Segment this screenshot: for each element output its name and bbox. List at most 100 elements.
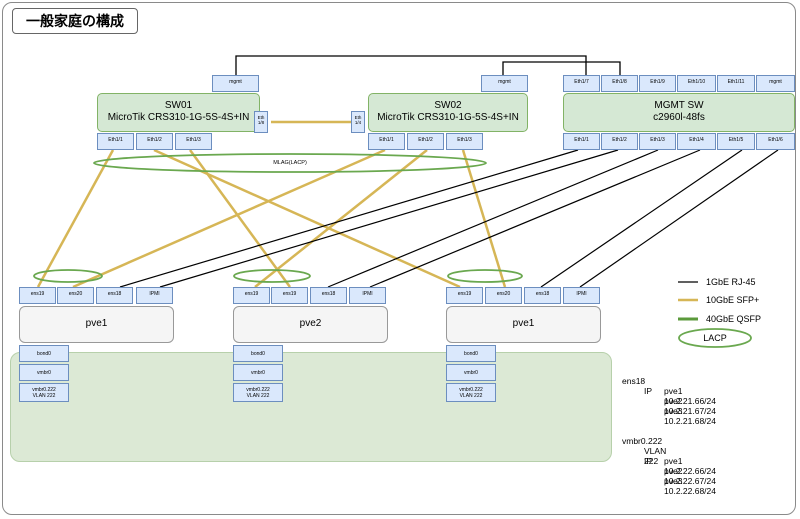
mgmtsw-port-eth1-8: Eth1/8 [601,75,638,92]
sw01-switch: SW01 MicroTik CRS310-1G-5S-4S+IN [97,93,260,132]
lacp-ellipse-pve1 [33,269,103,283]
mgmtsw-port-eth1-2: Eth1/2 [601,133,638,150]
sfp-link [72,148,386,289]
vmbr-ip-entry: pve1 10.2.22.66/24 [664,456,716,476]
sw02-port-eth1-1: Eth1/1 [368,133,405,150]
host3-ipmi-port: IPMI [563,287,600,304]
legend-gigabit-label: 1GbE RJ-45 [706,277,756,287]
sw02-port-eth1-3: Eth1/3 [446,133,483,150]
mgmt-switch: MGMT SW c2960l-48fs [563,93,795,132]
ens18-ip-label: IP [644,386,653,396]
ens18-ip-entry: pve2 10.2.21.67/24 [664,396,716,416]
mgmtsw-port-eth1-7: Eth1/7 [563,75,600,92]
host1-port-1: ens19 [19,287,56,304]
legend-sfp-label: 10GbE SFP+ [706,295,760,305]
mlag-label: MLAG(LACP) [273,160,307,166]
host1-vlan-id: VLAN 222 [32,393,56,399]
ip-info-block: ens18 IP pve1 10.2.21.66/24 pve2 10.2.21… [622,376,716,496]
mgmtsw-port-eth1-6: Eth1/6 [756,133,795,150]
legend-lacp-ellipse [678,328,752,348]
sw02-port-eth1-2: Eth1/2 [407,133,444,150]
mgmt-cable-sw02 [502,61,621,75]
host3-vmbr: vmbr0 [446,364,496,381]
sw01-mgmt-port: mgmt [212,75,259,92]
host2-port-2: ens19 [271,287,308,304]
mgmtsw-port-eth1-10: Eth1/10 [677,75,716,92]
ens18-ip-entry: pve3 10.2.21.68/24 [664,406,716,426]
sw02-side-port: Eth 1/4 [351,111,365,133]
mlag-ellipse [93,153,487,173]
sw01-name: SW01 [164,100,193,111]
host2-bond: bond0 [233,345,283,362]
host1-server: pve1 [19,306,174,343]
ens18-ip-row: pve2 10.2.21.67/24 [622,396,716,416]
sfp-link [254,149,428,288]
ens18-title: ens18 [622,376,646,386]
legend-qsfp-label: 40GbE QSFP [706,314,762,324]
host3-server: pve1 [446,306,601,343]
sfp-link [153,148,461,289]
host3-bond: bond0 [446,345,496,362]
host1-port-2: ens20 [57,287,94,304]
host2-port-1: ens19 [233,287,270,304]
sfp-link [461,149,507,288]
host3-vlan-id: VLAN 222 [459,393,483,399]
sw01-side-port: Eth 1/8 [254,111,268,133]
vmbr-ip-entry: pve3 10.2.22.68/24 [664,476,716,496]
host2-port-3: ens18 [310,287,347,304]
vmbr-ip-row: IP pve1 10.2.22.66/24 [622,456,716,476]
gigabit-link [327,149,659,288]
gigabit-link [159,149,619,288]
host2-vlan: vmbr0.222 VLAN 222 [233,383,283,402]
vmbr-ip-label: IP [644,456,653,466]
legend-lacp-label: LACP [703,333,727,343]
mgmtsw-name: MGMT SW [654,100,704,111]
sw01-model: MicroTik CRS310-1G-5S-4S+IN [107,112,250,123]
host2-vlan-id: VLAN 222 [246,393,270,399]
gigabit-link [540,149,743,288]
sw02-name: SW02 [434,100,462,111]
gigabit-link [119,149,579,288]
gigabit-links [119,149,779,288]
mgmtsw-mgmt-port: mgmt [756,75,795,92]
mgmtsw-model: c2960l-48fs [653,112,705,123]
host3-vlan: vmbr0.222 VLAN 222 [446,383,496,402]
vmbr-ip-entry: pve2 10.2.22.67/24 [664,466,716,486]
host1-vlan-iface: vmbr0.222 [32,387,56,393]
ens18-ip-entry: pve1 10.2.21.66/24 [664,386,716,406]
gigabit-link [369,149,701,288]
mgmt-cable-sw01 [235,55,587,75]
lacp-ellipse-pve2 [233,269,311,283]
vmbr-vlan-row: VLAN 222 [622,446,666,466]
sw01-port-eth1-3: Eth1/3 [175,133,212,150]
host1-vlan: vmbr0.222 VLAN 222 [19,383,69,402]
ens18-ip-row: pve3 10.2.21.68/24 [622,406,716,426]
sw01-port-eth1-2: Eth1/2 [136,133,173,150]
host3-port-1: ens19 [446,287,483,304]
gigabit-link [579,149,779,288]
sw02-switch: SW02 MicroTik CRS310-1G-5S-4S+IN [368,93,528,132]
host3-port-2: ens20 [485,287,522,304]
vmbr-ip-row: pve3 10.2.22.68/24 [622,476,716,496]
host1-ipmi-port: IPMI [136,287,173,304]
sw01-port-eth1-1: Eth1/1 [97,133,134,150]
vmbr-ip-row: pve2 10.2.22.67/24 [622,466,716,486]
sw02-model: MicroTik CRS310-1G-5S-4S+IN [377,112,519,123]
vmbr-vlan: VLAN 222 [644,446,667,466]
host2-vmbr: vmbr0 [233,364,283,381]
ens18-ip-row: IP pve1 10.2.21.66/24 [622,386,716,406]
mgmtsw-port-eth1-3: Eth1/3 [639,133,676,150]
host3-vlan-iface: vmbr0.222 [459,387,483,393]
sfp-links [36,148,507,289]
mgmtsw-port-eth1-9: Eth1/9 [639,75,676,92]
host2-vlan-iface: vmbr0.222 [246,387,270,393]
page-title: 一般家庭の構成 [12,8,138,34]
mgmtsw-port-eth1-4: Eth1/4 [677,133,716,150]
vmbr-title: vmbr0.222 [622,436,663,446]
host1-bond: bond0 [19,345,69,362]
host1-port-3: ens18 [96,287,133,304]
mgmtsw-port-eth1-5: Eth1/5 [717,133,755,150]
